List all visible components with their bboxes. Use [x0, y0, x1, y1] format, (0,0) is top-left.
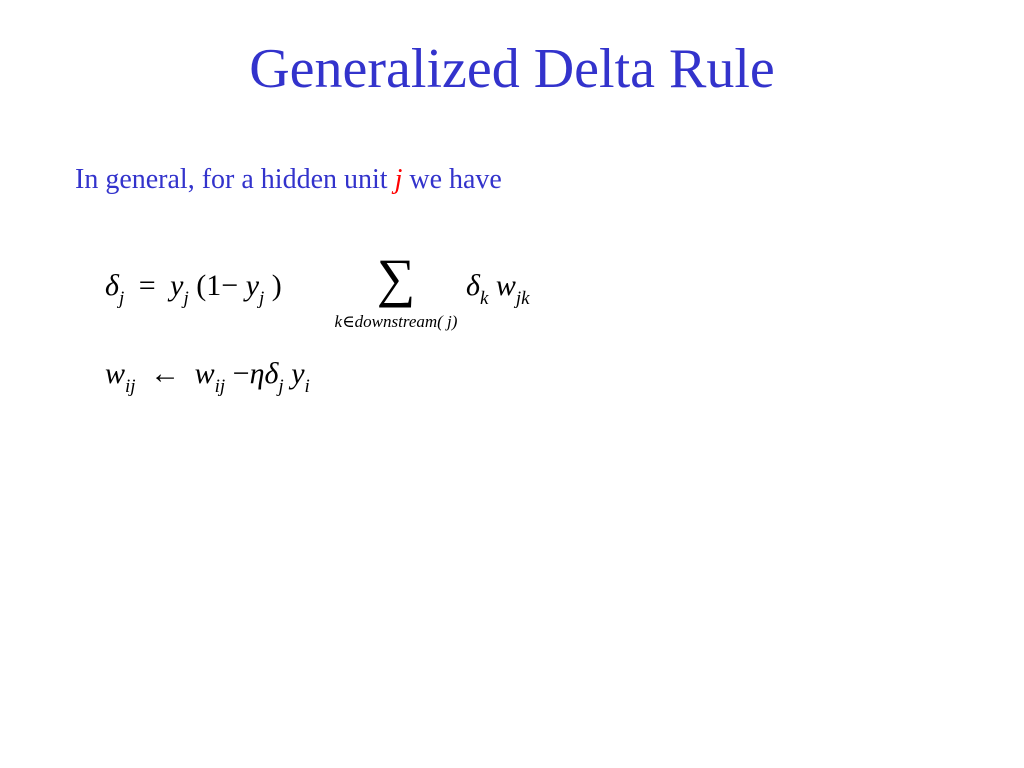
y-subscript: j	[259, 288, 265, 309]
delta-k-subscript: k	[479, 288, 489, 309]
intro-trail: we have	[409, 164, 502, 195]
y-subscript: i	[304, 376, 310, 397]
equation-delta-hidden-left: δj = yj (1− yj )	[105, 268, 282, 309]
equation-delta-hidden-right: δk wjk	[466, 268, 530, 309]
intro-text: In general, for a hidden unit j we have	[75, 162, 502, 198]
y-symbol: y	[291, 357, 305, 390]
minus-sign: −	[232, 357, 250, 390]
delta-subscript: j	[278, 376, 284, 397]
y-subscript: j	[183, 288, 189, 309]
y-symbol: y	[170, 269, 184, 302]
intro-lead: In general, for a hidden unit	[75, 164, 388, 195]
slide-title: Generalized Delta Rule	[249, 38, 775, 100]
left-arrow: ←	[150, 357, 181, 390]
weight-symbol: w	[194, 357, 215, 390]
delta-symbol: δ	[264, 357, 279, 390]
weight-symbol: w	[105, 357, 126, 390]
weight-subscript: ij	[125, 376, 136, 397]
minus-sign: −	[221, 269, 239, 302]
sigma-symbol: ∑	[376, 248, 416, 308]
summation: ∑ k∈downstream( j)	[313, 248, 479, 340]
y-symbol: y	[245, 269, 260, 302]
weight-subscript: jk	[515, 288, 530, 309]
paren-open: (1	[196, 269, 222, 302]
equals-sign: =	[138, 269, 156, 302]
weight-symbol: w	[495, 269, 516, 302]
summation-range: k∈downstream( j)	[334, 312, 458, 331]
delta-k-symbol: δ	[466, 269, 480, 302]
delta-symbol: δ	[105, 269, 119, 302]
eta-symbol: η	[249, 357, 265, 390]
equation-weight-update: wij ← wij −ηδj yi	[105, 356, 310, 397]
weight-subscript: ij	[214, 376, 226, 397]
paren-close: )	[271, 269, 282, 302]
intro-variable: j	[394, 164, 403, 195]
delta-subscript: j	[118, 288, 125, 309]
